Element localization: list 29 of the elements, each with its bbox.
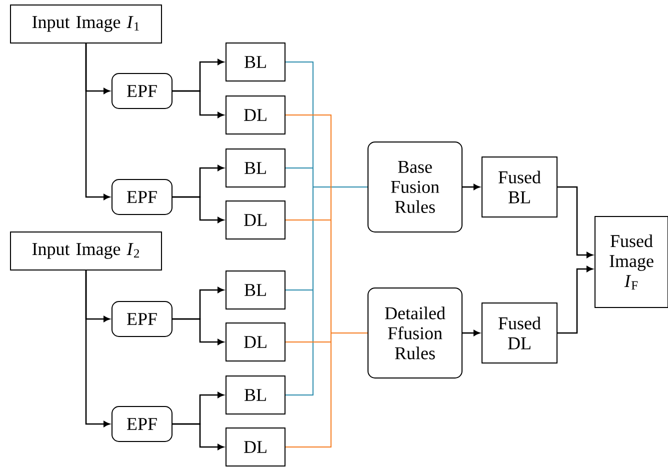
arrow xyxy=(172,196,224,223)
filter-box: EPF xyxy=(112,73,172,109)
fused-box: Fused BL xyxy=(482,156,558,218)
arrow xyxy=(462,184,480,190)
layer-box: BL xyxy=(226,42,286,82)
layer-box: BL xyxy=(226,376,286,414)
layer-box: BL xyxy=(226,148,286,188)
arrow xyxy=(558,266,593,334)
output-box: Fused Image I$_{F}$ xyxy=(594,216,668,308)
arrow xyxy=(85,270,110,427)
input-box: Input Image I$_{2}$ xyxy=(10,232,162,270)
filter-box: EPF xyxy=(112,179,172,215)
layer-box: DL xyxy=(226,322,286,362)
arrow xyxy=(558,186,593,258)
arrow xyxy=(462,330,480,336)
filter-box: EPF xyxy=(112,301,172,337)
arrow xyxy=(172,423,224,450)
fused-box: Fused DL xyxy=(482,302,558,364)
connector-line xyxy=(285,332,368,448)
arrow xyxy=(172,318,224,345)
arrow xyxy=(172,90,224,118)
connector-line xyxy=(285,186,368,396)
layer-box: DL xyxy=(226,428,286,466)
arrow xyxy=(85,44,110,200)
layer-box: DL xyxy=(226,96,286,134)
layer-box: BL xyxy=(226,270,286,310)
layer-box: DL xyxy=(226,200,286,240)
filter-box: EPF xyxy=(112,406,172,442)
input-box: Input Image I$_{1}$ xyxy=(10,4,162,44)
